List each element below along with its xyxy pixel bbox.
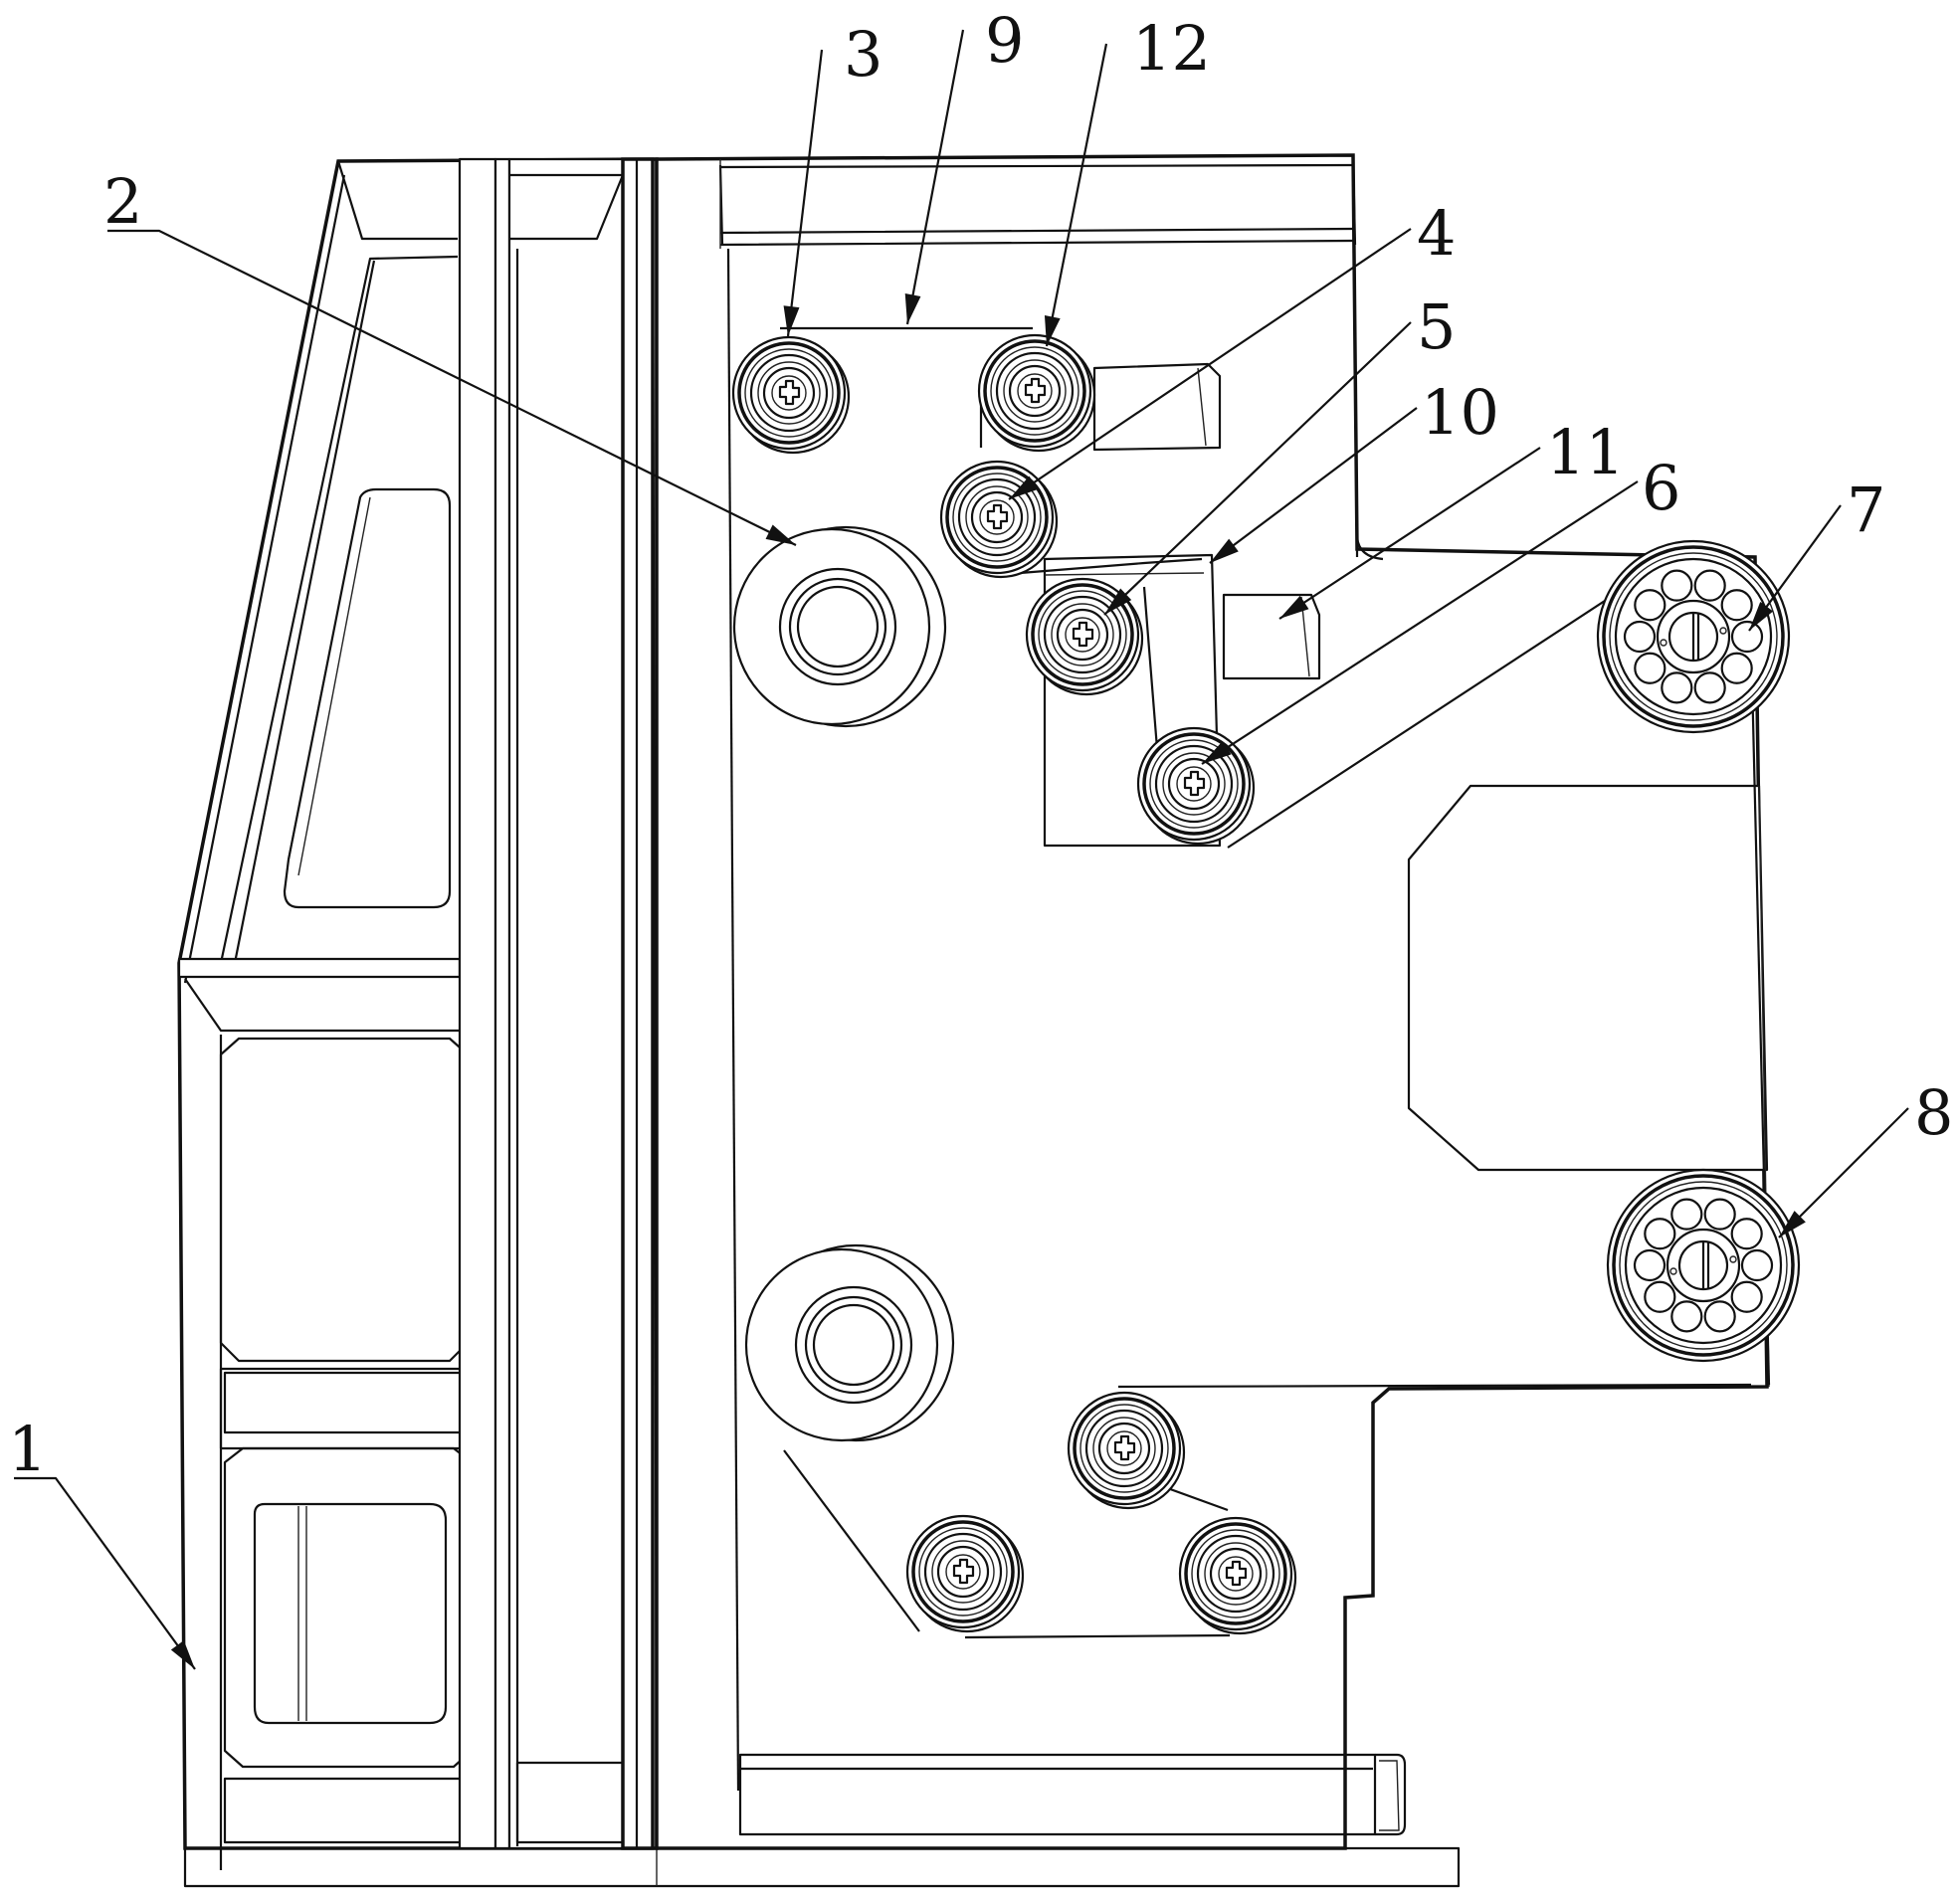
guide-roller (1136, 726, 1256, 846)
guide-roller (905, 1514, 1025, 1633)
label-12: 12 (1132, 12, 1211, 85)
leader-line (1278, 447, 1541, 620)
leader-line (1044, 43, 1108, 347)
label-6: 6 (1642, 452, 1680, 524)
label-10: 10 (1421, 376, 1499, 449)
guide-roller (977, 333, 1096, 453)
guide-roller (1178, 1516, 1297, 1635)
label-4: 4 (1417, 197, 1456, 270)
drum-upper (732, 525, 947, 728)
base-plate (183, 1846, 1461, 1888)
label-3: 3 (844, 18, 882, 91)
leader-line (1778, 1107, 1909, 1238)
guide-roller (731, 335, 851, 455)
label-11: 11 (1546, 416, 1625, 488)
pulley (1606, 1168, 1801, 1363)
label-2: 2 (103, 165, 142, 238)
leader-line (1103, 321, 1412, 616)
reference-labels: 1 2 3 4 5 6 7 8 9 10 11 12 (8, 4, 1953, 1485)
leader-line (1201, 480, 1639, 765)
pulley (1596, 539, 1791, 734)
pulleys (1596, 539, 1801, 1363)
drum-lower (744, 1243, 955, 1442)
leader-line (783, 49, 824, 337)
left-frame (177, 157, 659, 1870)
label-7: 7 (1847, 474, 1885, 546)
label-8: 8 (1914, 1076, 1953, 1149)
label-5: 5 (1417, 290, 1456, 363)
leader-line (1748, 504, 1842, 632)
leader-line (107, 229, 797, 546)
leader-lines (14, 29, 1909, 1670)
label-1: 1 (8, 1413, 47, 1485)
leader-line (904, 29, 965, 325)
leader-line (1209, 407, 1418, 564)
guide-roller (1067, 1391, 1186, 1510)
leader-line (1008, 228, 1412, 500)
leader-line (14, 1476, 196, 1670)
label-9: 9 (985, 4, 1024, 77)
